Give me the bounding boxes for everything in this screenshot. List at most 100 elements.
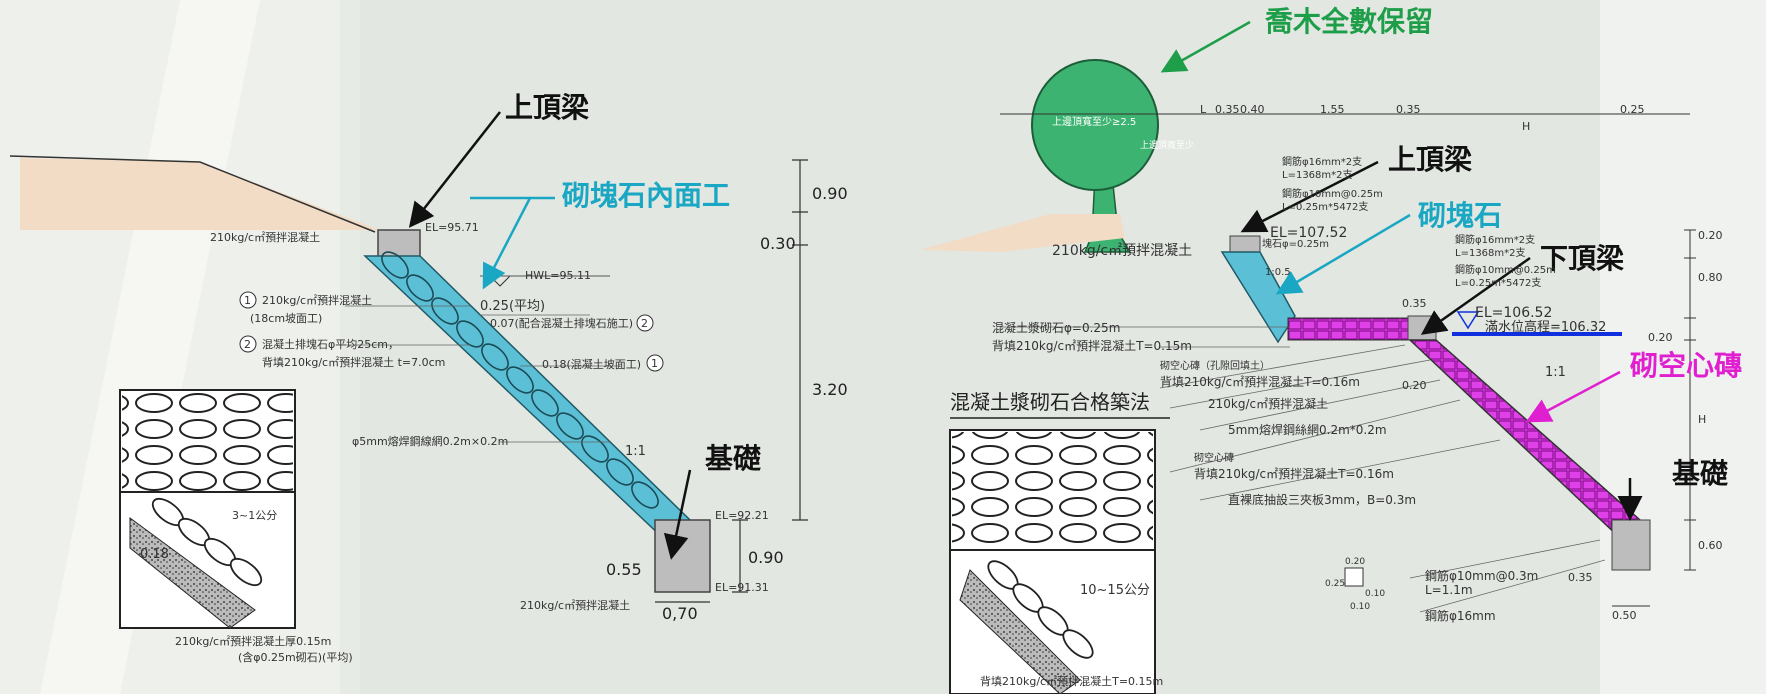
right-dim-040: 0.40 [1240, 103, 1265, 116]
note-hollow2: 背填210kg/c㎡預拌混凝土T=0.16m [1160, 375, 1360, 389]
small-dim-2: 0.25 [1325, 579, 1346, 589]
callout-top-beam-left: 上頂梁 [505, 91, 590, 124]
left-note2-b: 背填210kg/c㎡預拌混凝土 t=7.0cm [262, 356, 446, 369]
detail-note-b: (含φ0.25m砌石)(平均) [238, 651, 353, 664]
method-title: 混凝土漿砌石合格築法 [950, 390, 1150, 414]
left-embankment [20, 158, 380, 230]
callout-arrows [408, 20, 1643, 560]
small-dim-4: 0.10 [1350, 602, 1371, 612]
method-detail-box [949, 417, 1170, 695]
circle-2-a-text: 2 [244, 338, 251, 351]
left-dim-090a: 0.90 [812, 184, 848, 203]
left-dim-320: 3.20 [812, 380, 848, 399]
arrow-trees [1160, 20, 1251, 73]
note-hollow3: 砌空心磚 [1194, 453, 1234, 464]
right-dim-035b: 0.35 [1568, 571, 1593, 584]
rebar3-b: L=1368m*2支 [1455, 248, 1526, 259]
left-dim-090b: 0.90 [748, 548, 784, 567]
right-leaders [1000, 326, 1606, 613]
arrow-lower-beam [1420, 256, 1531, 335]
detail-gap: 3~1公分 [232, 509, 278, 522]
left-vertical-dim [792, 159, 808, 521]
left-found-concrete: 210kg/c㎡預拌混凝土 [520, 599, 631, 612]
right-dim-H: H [1698, 413, 1707, 426]
left-el-mid: EL=92.21 [715, 509, 769, 522]
water-level: 滿水位高程=106.32 [1485, 320, 1607, 335]
right-dim-H-top: H [1522, 120, 1531, 133]
right-crown-note: 上邊頂寬至少 [1140, 141, 1195, 151]
circle-1-a-text: 1 [244, 294, 251, 307]
callout-foundation-left: 基礎 [705, 442, 762, 475]
callout-block-stone: 砌塊石 [1418, 199, 1503, 232]
rebar-bottom-1: 鋼筋φ10mm@0.3m [1425, 569, 1539, 583]
left-dim-070: 0,70 [662, 604, 698, 623]
left-el-top: EL=95.71 [425, 221, 479, 234]
right-dim-020-low: 0.20 [1402, 379, 1427, 392]
rebar1-b: L=1368m*2支 [1282, 170, 1353, 181]
circle-2-b [636, 314, 654, 332]
arrow-top-beam-left [408, 111, 501, 228]
water-marker [1456, 311, 1480, 330]
left-slope-025: 0.25(平均) [480, 299, 546, 314]
left-slope-018: 0.18(混凝土坡面工) [542, 358, 642, 371]
left-dim-055: 0.55 [606, 560, 642, 579]
right-dim-080: 0.80 [1698, 271, 1723, 284]
left-detail-box [119, 389, 296, 629]
rebar1-a: 鋼筋φ16mm*2支 [1282, 157, 1363, 168]
rebar-bottom-3: 鋼筋φ16mm [1425, 609, 1496, 623]
left-section [9, 155, 808, 603]
right-el-top: EL=107.52 [1270, 225, 1348, 241]
right-berm-bricks [1287, 317, 1409, 341]
left-note1-a: 210kg/c㎡預拌混凝土 [262, 294, 373, 307]
right-stone-slope [1220, 251, 1296, 344]
left-slope-stones [381, 251, 659, 509]
right-dim-035b: 0.35 [1396, 103, 1421, 116]
note-stone: 混凝土漿砌石φ=0.25m [992, 321, 1121, 335]
right-dim-035: 0.35 [1402, 297, 1427, 310]
callout-foundation-right: 基礎 [1672, 457, 1729, 490]
right-dim-020-top: 0.20 [1698, 229, 1723, 242]
note-hollow4: 背填210kg/c㎡預拌混凝土T=0.16m [1194, 467, 1394, 481]
circle-2-b-text: 2 [641, 317, 648, 330]
left-mesh: φ5mm熔焊鋼線網0.2m×0.2m [352, 435, 509, 448]
right-dim-020-mid: 0.20 [1648, 331, 1673, 344]
right-ratio: 1:1 [1545, 365, 1566, 380]
right-section [920, 59, 1696, 613]
left-ground-line [9, 155, 376, 233]
rebar3-a: 鋼筋φ16mm*2支 [1455, 235, 1536, 246]
right-dim-025: 0.25 [1620, 103, 1645, 116]
left-leaders [345, 305, 620, 443]
note-concrete: 210kg/c㎡預拌混凝土 [1208, 397, 1329, 411]
small-dim-3: 0.10 [1365, 589, 1386, 599]
left-slope-007: 0.07(配合混凝土排塊石施工) [490, 317, 634, 330]
right-top-beam [1229, 235, 1261, 253]
left-note2-a: 混凝土排塊石φ平均25cm， [262, 338, 400, 351]
note-backfill: 背填210kg/c㎡預拌混凝土T=0.15m [992, 339, 1192, 353]
right-foundation [1611, 519, 1651, 571]
rebar-bottom-2: L=1.1m [1425, 583, 1473, 597]
circle-1-b-text: 1 [651, 357, 658, 370]
left-dim-030: 0.30 [760, 234, 796, 253]
tree-crown [1031, 59, 1159, 191]
right-stone-dia: 塊石φ=0.25m [1262, 239, 1329, 250]
circle-2-a [239, 335, 257, 353]
left-note1-b: (18cm坡面工) [250, 312, 323, 325]
method-note: 背填210kg/c㎡預拌混凝土T=0.15m [980, 675, 1164, 688]
circle-1-a [239, 291, 257, 309]
right-slope-small: 1:0.5 [1265, 267, 1291, 278]
right-fade [1600, 0, 1766, 694]
detail-note-a: 210kg/c㎡預拌混凝土厚0.15m [175, 635, 332, 648]
right-dim-155: 1.55 [1320, 103, 1345, 116]
arrow-inner-face [482, 197, 532, 290]
arrow-block-stone [1275, 213, 1411, 295]
right-dim-035a: 0.35 [1215, 103, 1240, 116]
note-board: 直裸底抽設三夾板3mm，B=0.3m [1228, 493, 1417, 507]
callout-hollow-brick: 砌空心磚 [1630, 349, 1743, 382]
rebar2-a: 鋼筋φ10mm@0.25m [1282, 189, 1383, 200]
right-concrete-top: 210kg/c㎡預拌混凝土 [1052, 243, 1193, 259]
right-vertical-dim [1684, 229, 1696, 571]
right-dim-060: 0.60 [1698, 539, 1723, 552]
rebar2-b: L=0.25m*5472支 [1282, 202, 1369, 213]
rebar-small-detail [1344, 567, 1364, 587]
